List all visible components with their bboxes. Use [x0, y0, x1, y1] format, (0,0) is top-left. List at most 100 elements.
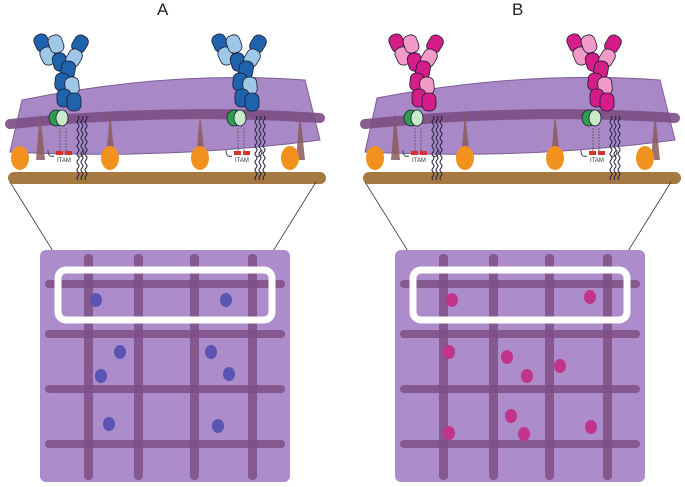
- anchor-protein: [191, 146, 209, 170]
- receptor-dot: [518, 427, 530, 441]
- transmembrane-chain: [84, 115, 88, 181]
- cytoplasmic-tail: [225, 149, 263, 157]
- itam-box: [56, 151, 63, 155]
- receptor-1: ITAM: [211, 33, 267, 181]
- transmembrane-chain: [76, 115, 80, 181]
- horizontal-bar: [45, 280, 285, 288]
- itam-label: ITAM: [412, 158, 426, 164]
- cytoplasmic-tail: [414, 128, 422, 152]
- coreceptor-domain: [410, 109, 424, 127]
- itam-box: [234, 151, 241, 155]
- membrane-pillar: [296, 112, 305, 160]
- receptor-dot: [212, 419, 224, 433]
- fab-domain: [66, 92, 82, 112]
- zoom-line: [269, 181, 317, 257]
- transmembrane-chain: [258, 115, 262, 181]
- vertical-bar: [84, 254, 93, 480]
- anchor-protein: [636, 146, 654, 170]
- transmembrane-chain: [254, 115, 258, 181]
- receptor-dot: [505, 409, 517, 423]
- cytoplasmic-tail: [237, 128, 245, 152]
- panel-a: ITAM ITAM: [5, 33, 326, 482]
- horizontal-bar: [45, 385, 285, 393]
- transmembrane-chain: [613, 115, 617, 181]
- panel-b: ITAM ITAM: [360, 33, 681, 482]
- grid-bars: [45, 254, 285, 480]
- fab-domain: [225, 34, 243, 54]
- membrane-grid: [395, 250, 645, 482]
- receptor-0: ITAM: [33, 33, 89, 181]
- anchor-protein: [366, 146, 384, 170]
- transmembrane-chain: [435, 115, 439, 181]
- itam-label: ITAM: [590, 158, 604, 164]
- horizontal-bar: [45, 440, 285, 448]
- zoom-line: [624, 181, 672, 257]
- receptor-dot: [220, 293, 232, 307]
- itam-box: [243, 151, 250, 155]
- vertical-bar: [248, 254, 257, 480]
- receptor-0: ITAM: [388, 33, 444, 181]
- receptor-dot: [584, 290, 596, 304]
- receptor-dot: [443, 426, 455, 440]
- zoom-line: [364, 181, 412, 257]
- cytoplasmic-tail: [592, 128, 600, 152]
- itam-box: [65, 151, 72, 155]
- fab-domain: [244, 92, 260, 112]
- anchor-protein: [11, 146, 29, 170]
- itam-label: ITAM: [57, 158, 71, 164]
- highlight-box: [409, 266, 631, 324]
- cytoplasmic-tail: [47, 149, 85, 157]
- panel-label-b: B: [512, 0, 524, 19]
- vertical-bar: [134, 254, 143, 480]
- itam-label: ITAM: [235, 158, 249, 164]
- transmembrane-chain: [80, 115, 84, 181]
- receptor-dot: [223, 367, 235, 381]
- panel-label-a: A: [157, 0, 169, 19]
- vertical-bar: [439, 254, 448, 480]
- highlight-box: [54, 266, 276, 324]
- transmembrane-chain: [617, 115, 621, 181]
- membrane-grid: [40, 250, 290, 482]
- horizontal-bar: [45, 330, 285, 338]
- vertical-bar: [603, 254, 612, 480]
- transmembrane-chain: [609, 115, 613, 181]
- fab-domain: [421, 92, 437, 112]
- membrane-pillar: [391, 112, 400, 160]
- vertical-bar: [489, 254, 498, 480]
- itam-box: [598, 151, 605, 155]
- receptor-dot: [521, 369, 533, 383]
- cytoskeleton-bar: [363, 172, 681, 184]
- cytoplasmic-tail: [402, 149, 440, 157]
- horizontal-bar: [400, 440, 640, 448]
- itam-box: [589, 151, 596, 155]
- receptor-dot: [103, 417, 115, 431]
- anchor-protein: [281, 146, 299, 170]
- receptor-dot: [95, 369, 107, 383]
- fab-domain: [599, 92, 615, 112]
- anchor-protein: [101, 146, 119, 170]
- cytoplasmic-tail: [580, 149, 618, 157]
- receptor-dot: [205, 345, 217, 359]
- grid-bars: [400, 254, 640, 480]
- fab-domain: [47, 34, 65, 54]
- receptor-dot: [443, 345, 455, 359]
- receptor-dot: [114, 345, 126, 359]
- receptor-dot: [585, 420, 597, 434]
- horizontal-bar: [400, 330, 640, 338]
- coreceptor-domain: [588, 109, 602, 127]
- transmembrane-chain: [262, 115, 266, 181]
- fab-domain: [402, 34, 420, 54]
- coreceptor-domain: [55, 109, 69, 127]
- anchor-protein: [546, 146, 564, 170]
- transmembrane-chain: [439, 115, 443, 181]
- cytoskeleton-bar: [8, 172, 326, 184]
- receptor-dot: [501, 350, 513, 364]
- receptor-1: ITAM: [566, 33, 622, 181]
- itam-box: [411, 151, 418, 155]
- horizontal-bar: [400, 280, 640, 288]
- receptor-dot: [90, 293, 102, 307]
- transmembrane-chain: [431, 115, 435, 181]
- vertical-bar: [545, 254, 554, 480]
- cytoplasmic-tail: [59, 128, 67, 152]
